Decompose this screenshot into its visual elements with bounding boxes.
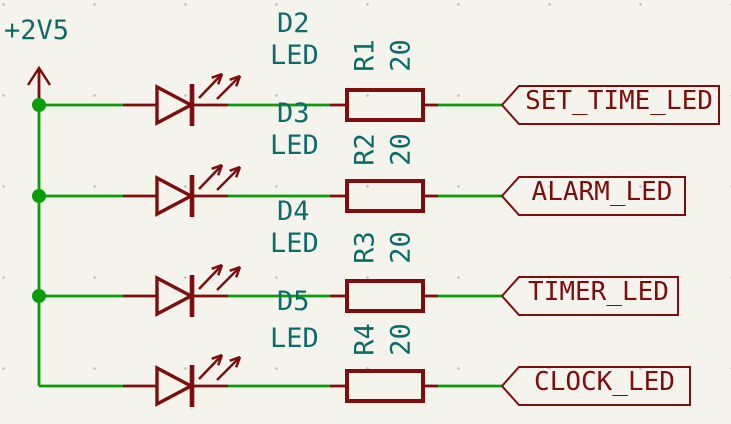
resistor-reference[interactable]: R2 bbox=[349, 133, 381, 166]
led-reference[interactable]: D3 bbox=[277, 98, 310, 129]
led-symbol-d2[interactable] bbox=[123, 72, 242, 126]
resistor-symbol-r1[interactable] bbox=[330, 88, 438, 122]
resistor-value[interactable]: 20 bbox=[385, 39, 417, 72]
resistor-reference[interactable]: R1 bbox=[349, 39, 381, 72]
resistor-value[interactable]: 20 bbox=[385, 231, 417, 264]
led-reference[interactable]: D5 bbox=[277, 286, 310, 317]
led-emission-arrows-icon bbox=[198, 72, 242, 100]
net-label-flag-clock-led[interactable] bbox=[500, 366, 691, 406]
net-label-flag-timer-led[interactable] bbox=[500, 276, 679, 316]
resistor-reference[interactable]: R4 bbox=[349, 323, 381, 356]
resistor-reference[interactable]: R3 bbox=[349, 231, 381, 264]
resistor-value[interactable]: 20 bbox=[385, 323, 417, 356]
net-label-flag-alarm-led[interactable] bbox=[500, 176, 686, 216]
led-emission-arrows-icon bbox=[198, 353, 242, 381]
led-symbol-d4[interactable] bbox=[123, 263, 242, 317]
net-label-flag-set-time-led[interactable] bbox=[500, 85, 720, 125]
led-reference[interactable]: D2 bbox=[277, 8, 310, 39]
led-symbol-d5[interactable] bbox=[123, 353, 242, 407]
resistor-symbol-r3[interactable] bbox=[330, 279, 438, 313]
net-label-set-time-led[interactable]: SET_TIME_LED bbox=[525, 86, 713, 116]
net-label-timer-led[interactable]: TIMER_LED bbox=[528, 277, 669, 307]
led-value[interactable]: LED bbox=[270, 323, 319, 354]
led-symbol-d3[interactable] bbox=[123, 163, 242, 217]
led-value[interactable]: LED bbox=[270, 130, 319, 161]
net-label-alarm-led[interactable]: ALARM_LED bbox=[531, 177, 673, 207]
resistor-symbol-r4[interactable] bbox=[330, 369, 438, 403]
led-value[interactable]: LED bbox=[270, 40, 319, 71]
power-net-label[interactable]: +2V5 bbox=[4, 15, 70, 46]
led-value[interactable]: LED bbox=[270, 228, 319, 259]
resistor-symbol-r2[interactable] bbox=[330, 179, 438, 213]
led-emission-arrows-icon bbox=[198, 263, 242, 291]
led-emission-arrows-icon bbox=[198, 163, 242, 191]
net-label-clock-led[interactable]: CLOCK_LED bbox=[534, 367, 675, 397]
led-reference[interactable]: D4 bbox=[277, 196, 310, 227]
resistor-value[interactable]: 20 bbox=[385, 133, 417, 166]
